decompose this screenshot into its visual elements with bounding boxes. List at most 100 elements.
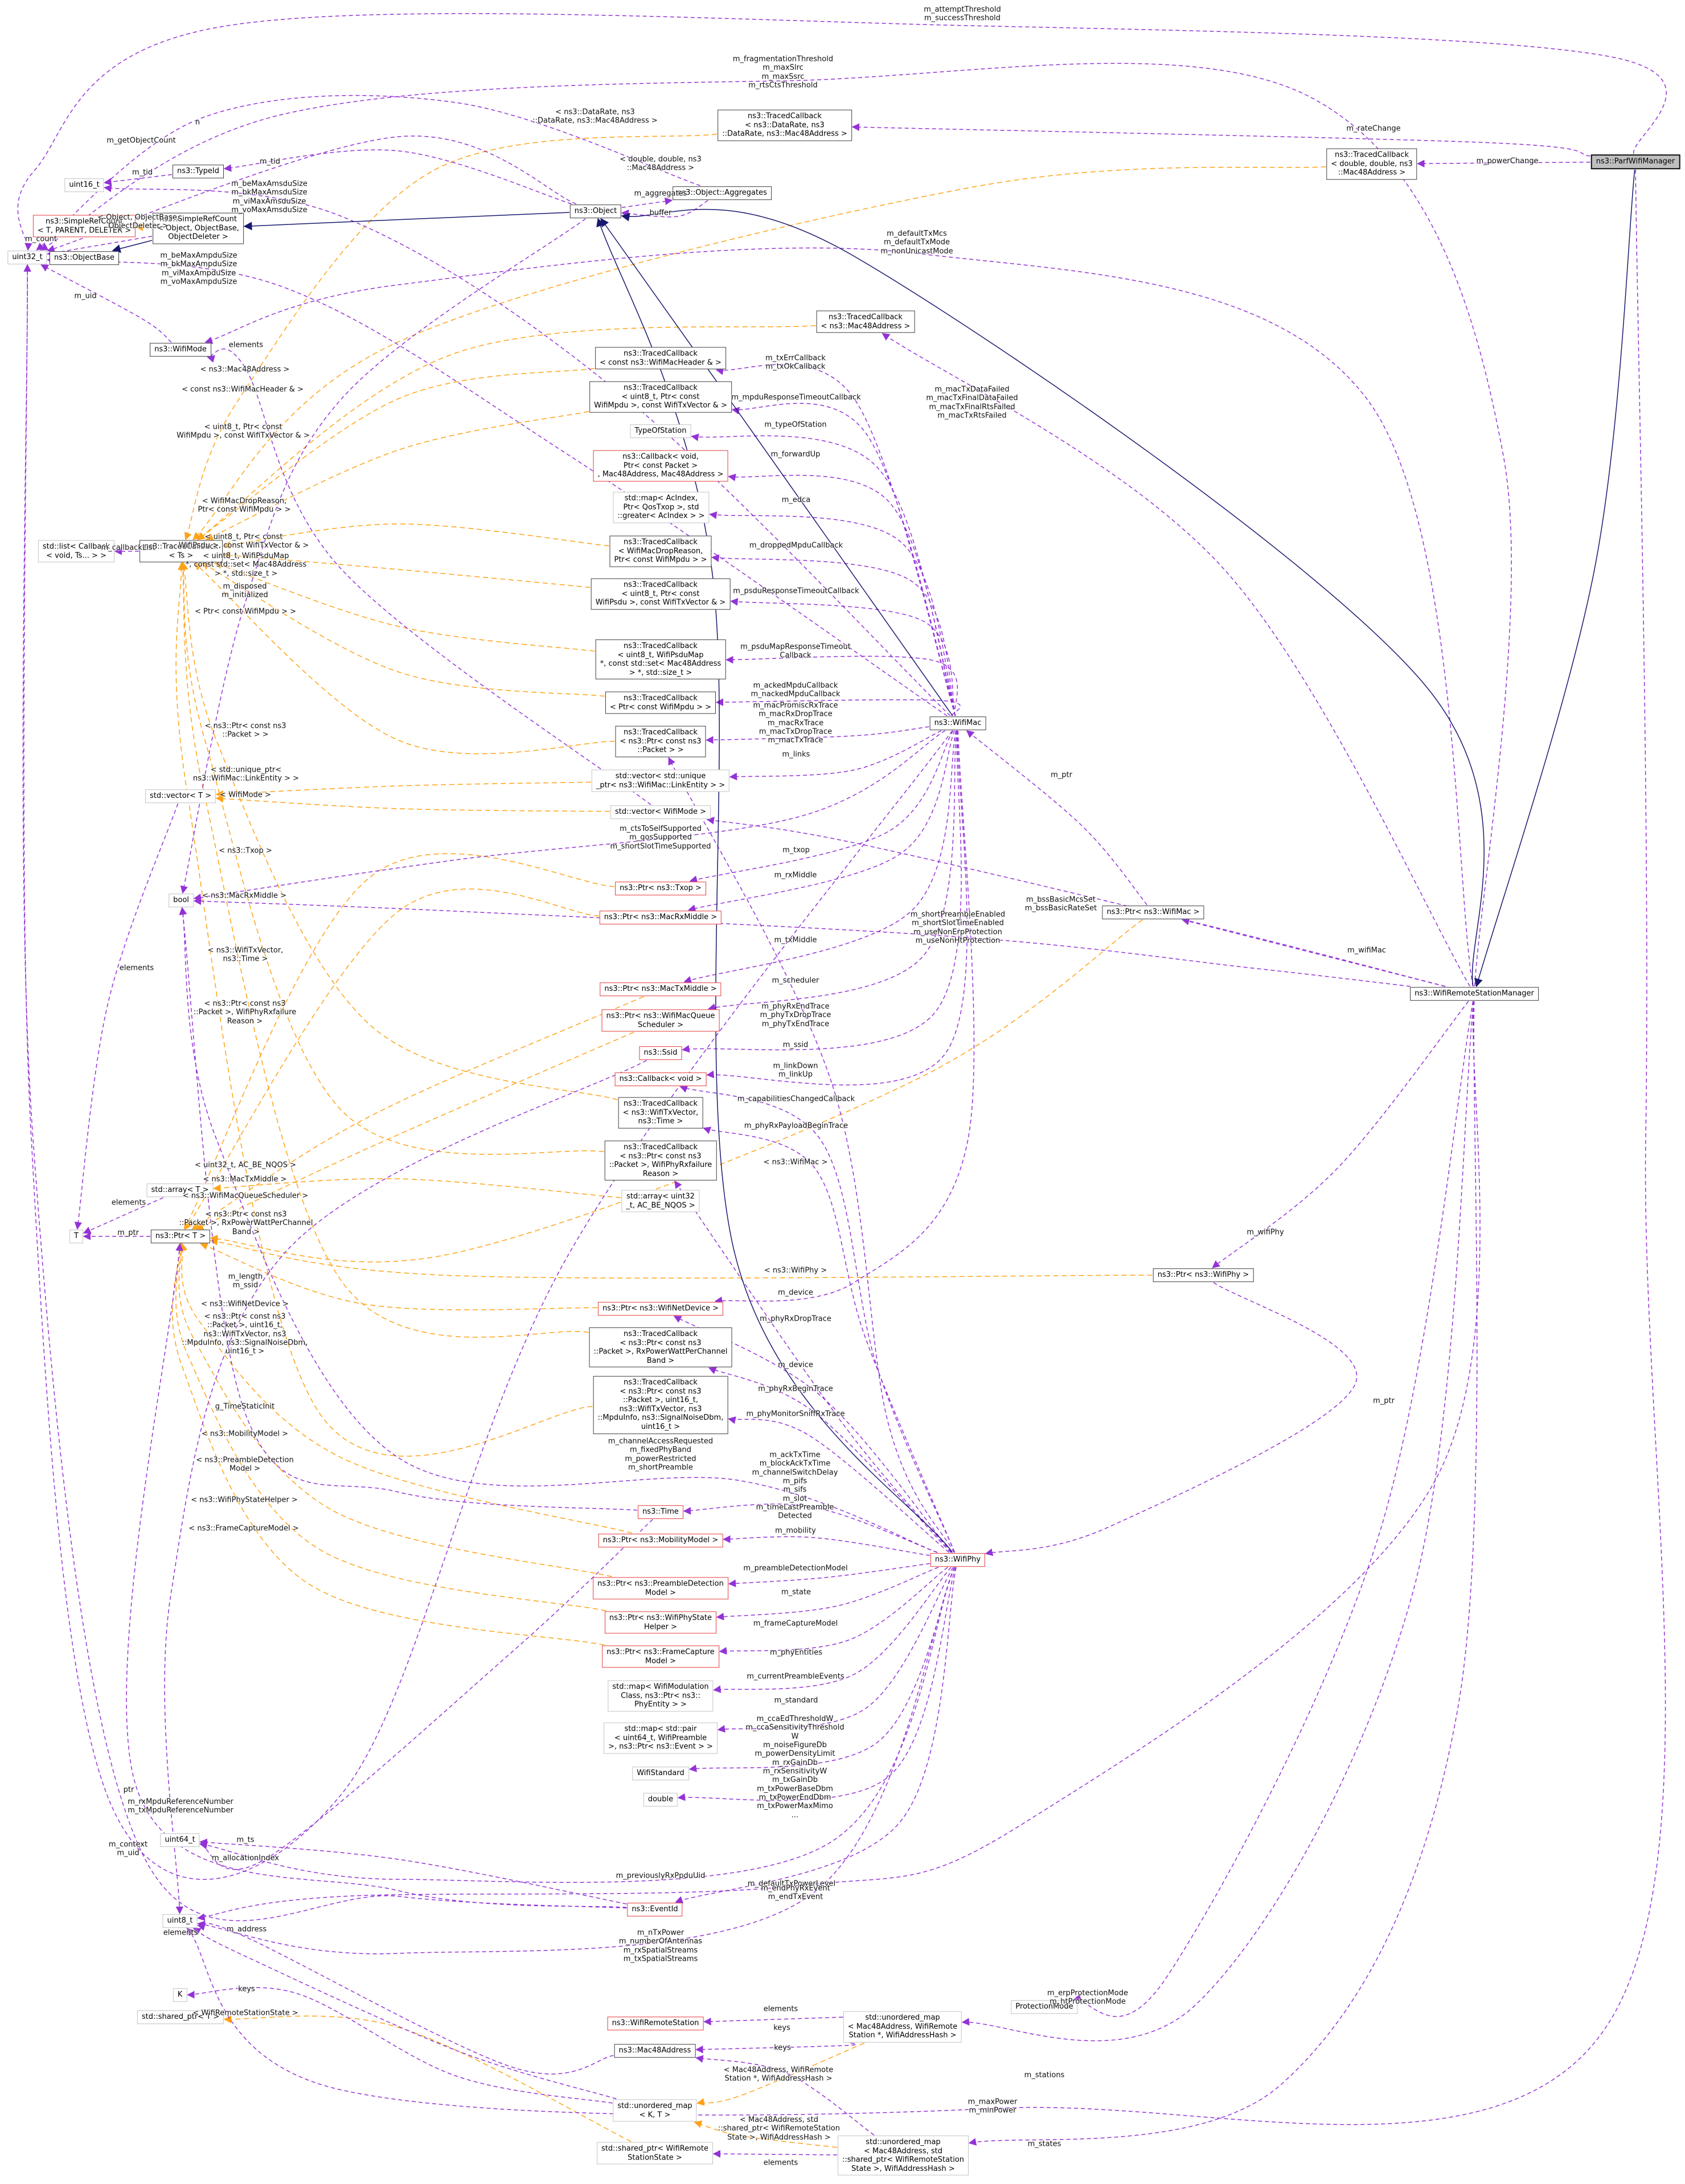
edge-ptrnetdev-ptrt <box>200 1242 598 1310</box>
node-eventid[interactable]: ns3::EventId <box>627 1903 683 1916</box>
edge-typeid-u16 <box>104 174 173 186</box>
node-ptrwifimac[interactable]: ns3::Ptr< ns3::WifiMac > <box>1102 905 1204 919</box>
node-u8: uint8_t <box>162 1914 198 1928</box>
edge-wifiphy-booln <box>179 907 938 1553</box>
edge-wrsm-booln <box>193 897 1411 987</box>
edge-wifimac-tcbpacket <box>706 726 929 744</box>
edge-ptrstate-ptrt <box>175 1243 606 1612</box>
edge-ptrmob-ptrt <box>179 1243 632 1534</box>
node-u32: uint32_t <box>7 251 47 264</box>
edge-wifimac-tcbpsdu <box>730 598 956 716</box>
edge-wifiphy-ptrframecap <box>719 1567 948 1655</box>
node-ptrtxmid[interactable]: ns3::Ptr< ns3::MacTxMiddle > <box>600 982 721 996</box>
node-tcbtxvt[interactable]: ns3::TracedCallback< ns3::WifiTxVector,n… <box>618 1097 703 1129</box>
node-tcbdatarate[interactable]: ns3::TracedCallback< ns3::DataRate, ns3:… <box>718 109 852 141</box>
node-tcbpsdu[interactable]: ns3::TracedCallback< uint8_t, Ptr< const… <box>591 578 731 610</box>
edge-wifiphy-tcbrxfail <box>674 1180 952 1553</box>
edge-ptrtxop-ptrt <box>184 853 615 1230</box>
node-arrt: std::array< T > <box>146 1183 214 1197</box>
node-kn: K <box>173 1988 187 2002</box>
node-tcbsniff[interactable]: ns3::TracedCallback< ns3::Ptr< const ns3… <box>593 1376 728 1434</box>
node-tcbrxpow[interactable]: ns3::TracedCallback< ns3::Ptr< const ns3… <box>589 1327 732 1368</box>
edge-wifimac-cbvoid <box>706 730 967 1085</box>
edge-umapstations-umapkt <box>696 2042 865 2106</box>
node-ptrwifiphy[interactable]: ns3::Ptr< ns3::WifiPhy > <box>1153 1268 1254 1282</box>
node-tcbpacket[interactable]: ns3::TracedCallback< ns3::Ptr< const ns3… <box>615 726 706 757</box>
edge-object-srcobj <box>243 212 570 231</box>
node-ptrnetdev[interactable]: ns3::Ptr< ns3::WifiNetDevice > <box>597 1302 724 1316</box>
node-parf[interactable]: ns3::ParfWifiManager <box>1590 154 1680 169</box>
node-tcbwifimpdu[interactable]: ns3::TracedCallback< Ptr< const WifiMpdu… <box>605 691 716 714</box>
edge-arrt-tn <box>83 1197 164 1234</box>
node-ptrrxmid[interactable]: ns3::Ptr< ns3::MacRxMiddle > <box>599 911 722 924</box>
node-tcbmachdr[interactable]: ns3::TracedCallback< const ns3::WifiMacH… <box>595 347 726 370</box>
node-timen[interactable]: ns3::Time <box>638 1505 683 1519</box>
edge-wifiphy-mappreev <box>717 1567 954 1733</box>
node-cbvoid[interactable]: ns3::Callback< void > <box>614 1072 707 1086</box>
node-aggregates[interactable]: ns3::Object::Aggregates <box>673 186 772 200</box>
edge-tcbrxpow-tcbts <box>179 562 589 1338</box>
edge-wrsm-object <box>621 208 1485 987</box>
node-mac48[interactable]: ns3::Mac48Address <box>614 2044 696 2058</box>
node-tcbmac48[interactable]: ns3::TracedCallback< ns3::Mac48Address > <box>816 310 915 333</box>
node-tcbdrop[interactable]: ns3::TracedCallback< WifiMacDropReason,P… <box>609 535 712 567</box>
node-wifiphy[interactable]: ns3::WifiPhy <box>930 1553 986 1567</box>
edge-sptrstate-sptrt <box>223 2015 632 2142</box>
node-tcbpsdumap[interactable]: ns3::TracedCallback< uint8_t, WifiPsduMa… <box>595 639 726 680</box>
edge-umapstates-sptrstate <box>712 2150 838 2158</box>
node-ptrt[interactable]: ns3::Ptr< T > <box>150 1230 211 1243</box>
edge-timen-u64 <box>199 1519 653 1870</box>
edge-wifimac-ptrsched <box>707 730 957 1011</box>
node-umapstations: std::unordered_map< Mac48Address, WifiRe… <box>843 2011 962 2043</box>
edge-wifiphy-ptrmob <box>723 1535 930 1556</box>
node-veclinks: std::vector< std::unique_ptr< ns3::WifiM… <box>591 769 730 792</box>
edge-wifiphy-object <box>596 218 953 1553</box>
node-objectbase[interactable]: ns3::ObjectBase <box>49 251 120 265</box>
node-mapedca: std::map< AcIndex,Ptr< QosTxop >, std::g… <box>613 491 710 523</box>
edge-wifiphy-u64 <box>199 1567 955 1883</box>
edge-eventid-u32 <box>22 264 627 1921</box>
edge-object-typeid <box>223 149 572 204</box>
node-mappreev: std::map< std::pair< uint64_t, WifiPream… <box>604 1722 718 1754</box>
node-wrs[interactable]: ns3::WifiRemoteStation <box>607 2017 704 2030</box>
node-ptrtxop[interactable]: ns3::Ptr< ns3::Txop > <box>615 882 706 895</box>
edge-wifiphy-doublen <box>677 1567 956 1801</box>
node-typeid[interactable]: ns3::TypeId <box>173 165 224 178</box>
node-cbforward[interactable]: ns3::Callback< void,Ptr< const Packet >,… <box>593 450 728 482</box>
node-ssid[interactable]: ns3::Ssid <box>639 1046 682 1060</box>
edge-wrsm-u32 <box>40 63 1512 987</box>
edge-vecwifimode-wifimode <box>207 348 651 805</box>
edge-umapkt-kn <box>187 1987 613 2104</box>
node-tcbmpdu[interactable]: ns3::TracedCallback< uint8_t, Ptr< const… <box>589 381 732 413</box>
edge-wifimac-ptrtxop <box>689 730 954 883</box>
node-object[interactable]: ns3::Object <box>569 204 622 218</box>
edge-arru32-arrt <box>213 1178 621 1198</box>
node-tcbts[interactable]: ns3::TracedCallback< Ts > <box>140 540 223 563</box>
node-wifimac[interactable]: ns3::WifiMac <box>929 716 986 730</box>
edge-tcbpacket-tcbts <box>194 562 615 755</box>
edge-wrsm-umapstations <box>961 1001 1474 2042</box>
edge-wifimac-ptrnetdev <box>714 730 975 1305</box>
node-wifimode[interactable]: ns3::WifiMode <box>150 343 211 357</box>
node-ptrmob[interactable]: ns3::Ptr< ns3::MobilityModel > <box>598 1534 723 1547</box>
edge-vecwifimode-vect <box>215 794 610 812</box>
edge-wifiphy-ptrpreamble <box>728 1563 930 1588</box>
edge-tcbrxfail-tcbts <box>179 562 604 1155</box>
edge-wrsm-umapstates <box>968 1001 1478 2146</box>
edge-umapstates-umapkt <box>694 2120 838 2148</box>
node-tcbdouble[interactable]: ns3::TracedCallback< double, double, ns3… <box>1326 148 1417 180</box>
edge-object-booln <box>180 218 586 894</box>
node-vecwifimode: std::vector< WifiMode > <box>610 805 711 819</box>
node-srcobj[interactable]: ns3::SimpleRefCount< Object, ObjectBase,… <box>153 212 244 244</box>
node-umapkt: std::unordered_map< K, T > <box>613 2099 697 2122</box>
node-tcbrxfail[interactable]: ns3::TracedCallback< ns3::Ptr< const ns3… <box>604 1140 717 1181</box>
node-wrsm[interactable]: ns3::WifiRemoteStationManager <box>1410 987 1539 1001</box>
node-srct[interactable]: ns3::SimpleRefCount< T, PARENT, DELETER … <box>32 215 136 237</box>
node-wifistd: WifiStandard <box>632 1767 689 1780</box>
